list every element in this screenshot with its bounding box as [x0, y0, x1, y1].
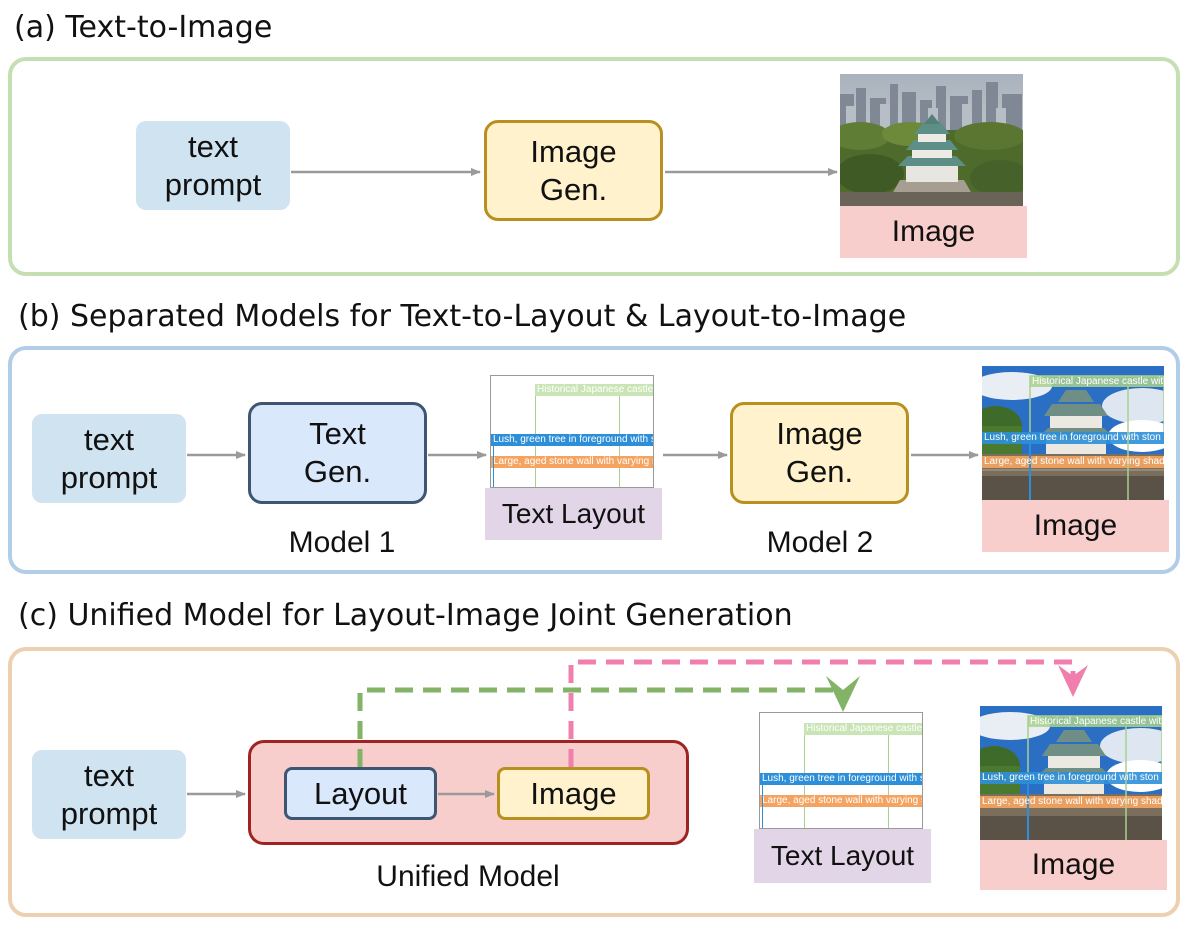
image-module: Image — [497, 767, 650, 820]
image-gen-b: Image Gen. — [730, 402, 909, 504]
text-layout-label-b: Text Layout — [485, 488, 662, 540]
image-label-c: Image — [980, 840, 1167, 890]
output-image-b: Historical Japanese castle with Lush, gr… — [982, 366, 1164, 500]
model-1-caption: Model 1 — [288, 526, 396, 559]
heading-panel-a: (a) Text-to-Image — [14, 10, 273, 45]
text-gen-b: Text Gen. — [248, 402, 427, 504]
output-c-text-castle: Historical Japanese castle with — [1030, 716, 1162, 727]
output-c-text-wall: Large, aged stone wall with varying shad — [982, 796, 1162, 807]
layout-text-wall: Large, aged stone wall with varying shad — [491, 456, 653, 468]
layout-text-castle: Historical Japanese castle with — [535, 384, 653, 396]
model-2-caption: Model 2 — [766, 526, 874, 559]
heading-panel-b: (b) Separated Models for Text-to-Layout … — [18, 299, 907, 334]
layout-c-box-tree-edge — [762, 785, 763, 828]
image-label-b: Image — [982, 500, 1169, 552]
text-prompt-a: text prompt — [136, 121, 290, 210]
image-gen-a: Image Gen. — [484, 120, 663, 221]
panel-c-frame — [8, 647, 1180, 917]
layout-c-text-wall: Large, aged stone wall with varying shad — [760, 795, 922, 807]
layout-c-text-tree: Lush, green tree in foreground with ston — [760, 773, 922, 785]
image-label-a: Image — [840, 206, 1027, 258]
layout-thumbnail-c: Historical Japanese castle with Lush, gr… — [759, 712, 923, 829]
heading-panel-c: (c) Unified Model for Layout-Image Joint… — [18, 598, 793, 633]
output-image-c: Historical Japanese castle with Lush, gr… — [980, 706, 1162, 840]
text-prompt-c: text prompt — [32, 750, 186, 839]
layout-c-text-castle: Historical Japanese castle with — [804, 723, 922, 735]
unified-model-caption: Unified Model — [376, 860, 560, 893]
output-c-text-tree: Lush, green tree in foreground with ston — [982, 772, 1159, 783]
panel-b-frame — [8, 346, 1180, 574]
output-b-text-wall: Large, aged stone wall with varying shad — [984, 456, 1164, 467]
layout-text-tree: Lush, green tree in foreground with ston — [491, 434, 653, 446]
text-prompt-b: text prompt — [32, 414, 186, 503]
layout-module: Layout — [284, 767, 437, 820]
output-image-a — [840, 74, 1023, 206]
output-b-text-tree: Lush, green tree in foreground with ston — [984, 432, 1161, 443]
text-layout-label-c: Text Layout — [754, 829, 931, 883]
layout-thumbnail-b: Historical Japanese castle with Lush, gr… — [490, 375, 654, 488]
layout-box-tree-edge — [493, 446, 494, 487]
output-b-text-castle: Historical Japanese castle with — [1032, 376, 1164, 387]
panel-a-frame — [8, 57, 1180, 276]
